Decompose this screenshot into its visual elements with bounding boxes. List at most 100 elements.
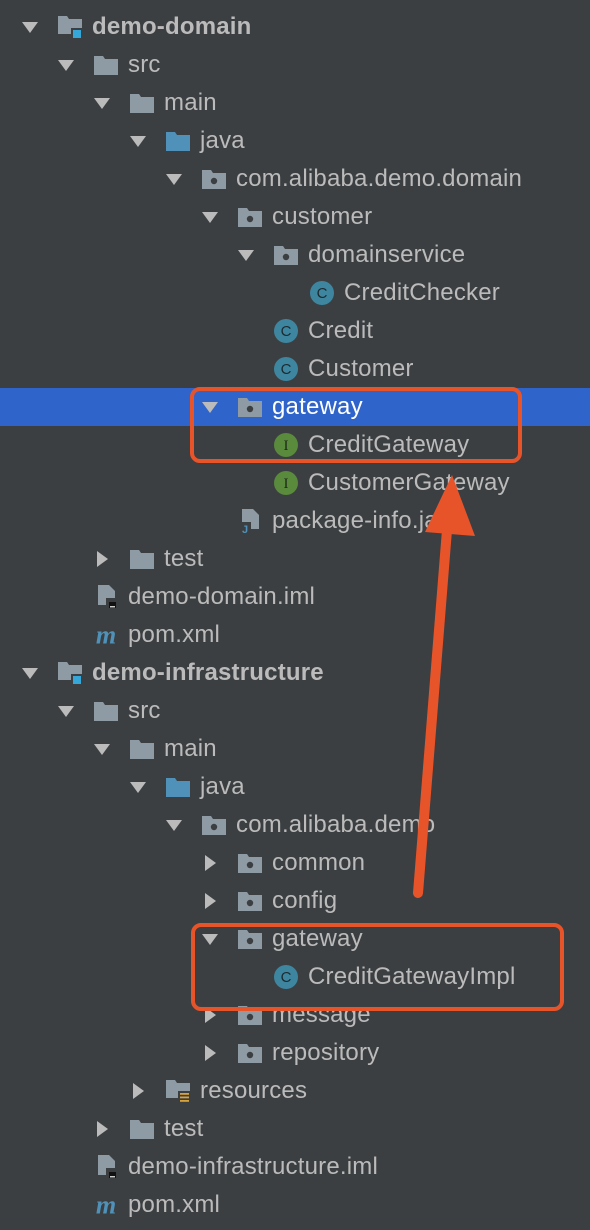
tree-node[interactable]: demo-infrastructure [0,654,590,692]
folder-icon [92,698,120,724]
source-folder-icon [164,774,192,800]
tree-node-label: CustomerGateway [308,469,510,496]
expand-arrow-icon[interactable] [56,55,76,75]
tree-node-label: src [128,51,161,78]
tree-node[interactable]: java [0,122,590,160]
expand-arrow-icon[interactable] [128,777,148,797]
folder-icon [92,52,120,78]
tree-node[interactable]: src [0,692,590,730]
tree-node[interactable]: java [0,768,590,806]
tree-node[interactable]: resources [0,1072,590,1110]
collapse-arrow-icon[interactable] [92,549,112,569]
expand-arrow-icon[interactable] [236,245,256,265]
tree-node[interactable]: main [0,730,590,768]
expand-arrow-icon[interactable] [164,815,184,835]
svg-text:J: J [242,524,248,535]
tree-node-label: com.alibaba.demo [236,811,436,838]
tree-node-label: test [164,545,204,572]
collapse-arrow-icon[interactable] [200,853,220,873]
tree-node-label: demo-infrastructure.iml [128,1153,379,1180]
package-icon [236,204,264,230]
tree-node[interactable]: domainservice [0,236,590,274]
package-icon [236,394,264,420]
collapse-arrow-icon[interactable] [200,891,220,911]
expand-arrow-icon[interactable] [92,93,112,113]
java-file-icon: J [236,508,264,535]
tree-node-label: gateway [272,925,363,952]
tree-node-label: pom.xml [128,1191,221,1218]
collapse-arrow-icon[interactable] [128,1081,148,1101]
expand-arrow-icon[interactable] [200,929,220,949]
module-icon [56,660,84,686]
tree-node[interactable]: demo-infrastructure.iml [0,1148,590,1186]
tree-node[interactable]: demo-domain [0,8,590,46]
tree-node-label: com.alibaba.demo.domain [236,165,523,192]
tree-node[interactable]: gateway [0,920,590,958]
tree-node-label: demo-domain [92,13,252,40]
package-icon [236,888,264,914]
tree-node[interactable]: C Credit [0,312,590,350]
tree-node-label: main [164,89,217,116]
tree-node[interactable]: test [0,1110,590,1148]
tree-node[interactable]: customer [0,198,590,236]
tree-node[interactable]: demo-domain.iml [0,578,590,616]
tree-node-label: gateway [272,393,363,420]
expand-arrow-icon[interactable] [20,17,40,37]
expand-arrow-icon[interactable] [200,397,220,417]
svg-text:C: C [317,285,328,302]
expand-arrow-icon[interactable] [128,131,148,151]
svg-text:m: m [96,1191,116,1219]
package-icon [236,926,264,952]
tree-node[interactable]: repository [0,1034,590,1072]
resources-folder-icon [164,1078,192,1104]
collapse-arrow-icon[interactable] [200,1043,220,1063]
tree-node-label: demo-domain.iml [128,583,316,610]
iml-file-icon [92,584,120,610]
collapse-arrow-icon[interactable] [92,1119,112,1139]
iml-file-icon [92,1154,120,1180]
tree-node[interactable]: config [0,882,590,920]
maven-icon: m [92,1191,120,1219]
maven-icon: m [92,621,120,649]
tree-node[interactable]: m pom.xml [0,1186,590,1224]
tree-node[interactable]: message [0,996,590,1034]
tree-node[interactable]: test [0,540,590,578]
tree-node[interactable]: main [0,84,590,122]
collapse-arrow-icon[interactable] [200,1005,220,1025]
expand-arrow-icon[interactable] [164,169,184,189]
package-icon [236,850,264,876]
tree-node-label: Credit [308,317,374,344]
folder-icon [128,90,156,116]
expand-arrow-icon[interactable] [20,663,40,683]
tree-node-label: java [200,773,245,800]
tree-node-label: common [272,849,366,876]
folder-icon [128,546,156,572]
expand-arrow-icon[interactable] [200,207,220,227]
svg-text:m: m [96,621,116,649]
tree-node-label: java [200,127,245,154]
expand-arrow-icon[interactable] [56,701,76,721]
tree-node-label: src [128,697,161,724]
tree-node-label: repository [272,1039,380,1066]
class-icon: C [272,318,300,344]
tree-node[interactable]: gateway [0,388,590,426]
tree-node[interactable]: com.alibaba.demo [0,806,590,844]
expand-arrow-icon[interactable] [92,739,112,759]
svg-text:C: C [281,361,292,378]
folder-icon [128,1116,156,1142]
tree-node-label: main [164,735,217,762]
tree-node-label: test [164,1115,204,1142]
tree-node[interactable]: common [0,844,590,882]
tree-node[interactable]: com.alibaba.demo.domain [0,160,590,198]
tree-node[interactable]: src [0,46,590,84]
tree-node-label: Customer [308,355,414,382]
tree-node-label: resources [200,1077,308,1104]
tree-node[interactable]: C Customer [0,350,590,388]
